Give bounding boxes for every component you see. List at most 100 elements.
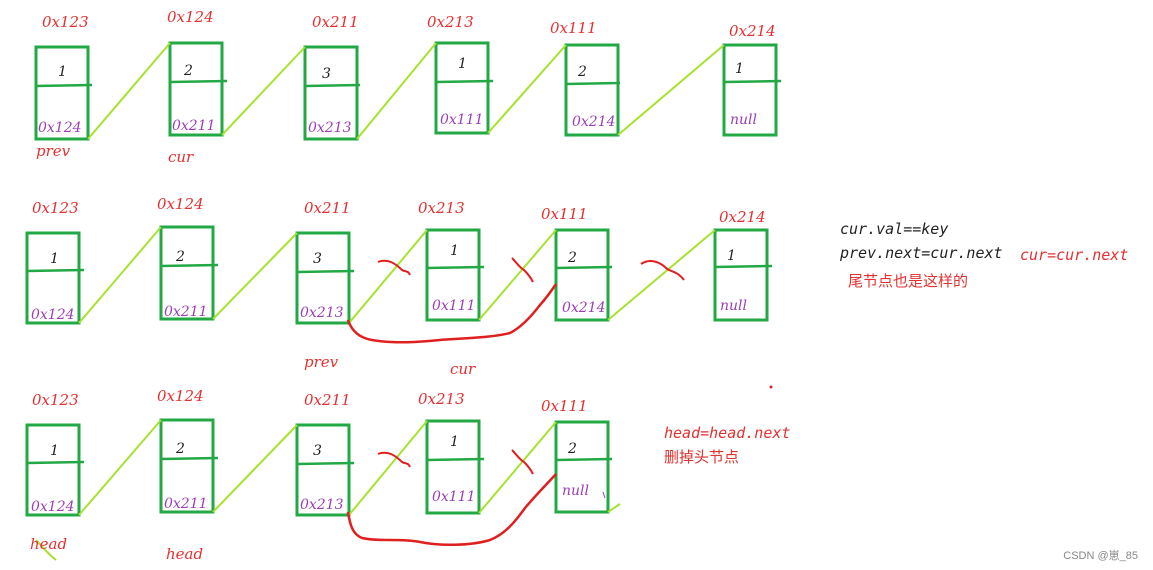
- node-divider: [565, 81, 621, 86]
- note-tail-node: 尾节点也是这样的: [848, 272, 968, 290]
- cut-mark: [511, 257, 534, 283]
- node-next-pointer: 0x111: [440, 112, 484, 128]
- pointer-link: [607, 229, 716, 321]
- pointer-link: [487, 44, 567, 134]
- node-box: [722, 43, 778, 137]
- node: 0x214 1 null: [713, 208, 773, 322]
- node-address: 0x123: [32, 199, 79, 217]
- node-value: 2: [567, 250, 577, 266]
- node-next-pointer: 0x213: [300, 497, 344, 513]
- reroute-arrow: [346, 283, 558, 344]
- node: 0x111 2 0x214: [541, 205, 613, 322]
- pointer-label-prev: prev: [36, 142, 71, 160]
- node-box: [713, 228, 769, 322]
- cut-mark: [511, 449, 534, 475]
- note-prev-next: prev.next=cur.next: [839, 244, 1003, 262]
- pointer-link: [617, 44, 725, 136]
- node: 0x214 1 null: [722, 22, 782, 137]
- node-address: 0x214: [719, 208, 766, 226]
- node-address: 0x211: [304, 199, 351, 217]
- row-3: 0x123 1 0x124 0x124 2 0x211 0x211 3 0x21…: [25, 387, 621, 563]
- node-value: 2: [183, 63, 193, 79]
- node-next-pointer: 0x124: [38, 120, 82, 136]
- node: 0x123 1 0x124: [34, 13, 93, 141]
- node-value: 1: [58, 64, 67, 80]
- node-box: [303, 45, 359, 141]
- node-box: [168, 41, 224, 137]
- note-head-next: head=head.next: [664, 424, 790, 442]
- pointer-link: [478, 229, 557, 321]
- pointer-label-prev: prev: [304, 353, 339, 371]
- node: 0x213 1 0x111: [418, 199, 485, 322]
- node-box: [25, 231, 81, 325]
- pointer-link: [607, 503, 621, 513]
- node-next-pointer: 0x213: [300, 305, 344, 321]
- row-2: 0x123 1 0x124 0x124 2 0x211 0x211 3 0x21…: [25, 195, 773, 378]
- node: 0x123 1 0x124: [25, 391, 85, 517]
- node-divider: [26, 460, 85, 465]
- node-box: [295, 231, 351, 325]
- node-divider: [555, 265, 613, 270]
- node-address: 0x211: [304, 391, 351, 409]
- node-divider: [169, 79, 228, 84]
- node-divider: [714, 264, 773, 269]
- node-divider: [426, 265, 485, 270]
- node: 0x124 2 0x211: [167, 8, 228, 137]
- notes: cur.val==key prev.next=cur.next cur=cur.…: [664, 220, 1128, 466]
- node-box: [159, 418, 215, 514]
- node-next-pointer: null: [562, 483, 589, 499]
- pointer-label-cur: cur: [168, 148, 194, 166]
- cut-mark: [377, 259, 411, 276]
- node-box: [425, 228, 481, 322]
- node-divider: [296, 269, 355, 274]
- node-next-pointer: 0x124: [31, 307, 75, 323]
- node-next-pointer: 0x213: [308, 120, 352, 136]
- note-delete-head: 删掉头节点: [664, 448, 739, 466]
- node-address: 0x124: [157, 387, 204, 405]
- node-box: [554, 420, 610, 514]
- node-box: [159, 225, 215, 321]
- pointer-label-cur: cur: [450, 360, 476, 378]
- node-value: 2: [567, 441, 577, 457]
- node: 0x111 2 0x214: [550, 19, 621, 137]
- node-address: 0x111: [541, 205, 588, 223]
- node-box: [434, 41, 490, 135]
- pointer-label-head: head: [166, 545, 203, 563]
- node-divider: [304, 83, 361, 88]
- node-box: [25, 423, 81, 517]
- node-divider: [160, 263, 219, 268]
- reroute-arrow: [346, 473, 557, 547]
- pointer-link: [212, 232, 298, 320]
- node-value: 1: [450, 434, 459, 450]
- node-value: 1: [727, 248, 736, 264]
- note-cur-next: cur=cur.next: [1020, 246, 1128, 264]
- node-next-pointer: 0x211: [172, 118, 216, 134]
- node-value: 1: [50, 251, 59, 267]
- stray-mark: [602, 491, 606, 499]
- node-next-pointer: 0x111: [432, 489, 476, 505]
- node-divider: [723, 79, 782, 84]
- node: 0x123 1 0x124: [25, 199, 85, 325]
- node-address: 0x123: [42, 13, 89, 31]
- node: 0x124 2 0x211: [157, 387, 219, 514]
- node-box: [554, 228, 610, 322]
- head-pointer-mark: [35, 539, 57, 561]
- node-address: 0x213: [418, 199, 465, 217]
- node-divider: [435, 79, 494, 84]
- node-value: 2: [175, 441, 185, 457]
- node-next-pointer: 0x111: [432, 298, 476, 314]
- node-divider: [160, 456, 219, 461]
- node-address: 0x214: [729, 22, 776, 40]
- node-next-pointer: 0x214: [572, 114, 616, 130]
- pointer-link: [78, 419, 162, 516]
- row-1: 0x123 1 0x124 0x124 2 0x211 0x211 3 0x21…: [34, 8, 782, 166]
- note-condition: cur.val==key: [840, 220, 948, 238]
- node-value: 1: [50, 443, 59, 459]
- node-address: 0x211: [312, 13, 359, 31]
- node-value: 1: [458, 56, 467, 72]
- node: 0x211 3 0x213: [295, 391, 355, 517]
- node-next-pointer: 0x211: [164, 304, 208, 320]
- pointer-link: [87, 42, 171, 140]
- node-address: 0x124: [157, 195, 204, 213]
